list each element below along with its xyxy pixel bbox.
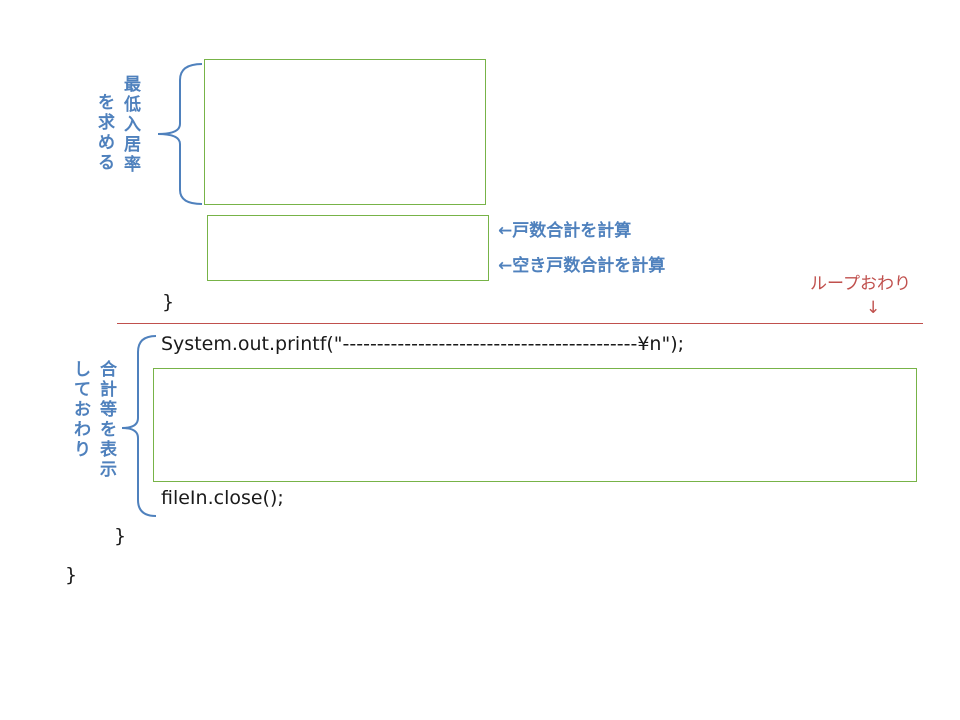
bottom-label-char: 示 — [100, 460, 117, 480]
loop-end-line — [117, 323, 923, 324]
bottom-label-char: 合 — [100, 360, 117, 380]
loop-end-arrow: ↓ — [866, 298, 881, 318]
bottom-label-char: お — [74, 400, 91, 420]
top-label-char: 低 — [124, 95, 141, 115]
file-close-line: fileIn.close(); — [161, 487, 284, 509]
top-label-char: を — [98, 93, 115, 113]
top-label-col2: を 求 め る — [98, 93, 115, 173]
bottom-label-char: て — [74, 380, 91, 400]
top-label-char: め — [98, 133, 115, 153]
bottom-label-char: り — [74, 440, 91, 460]
bottom-label-char: 計 — [100, 380, 117, 400]
bottom-label-char: わ — [74, 420, 91, 440]
bottom-label-col2: し て お わ り — [74, 360, 91, 460]
closing-brace-top: } — [162, 291, 175, 313]
printf-line: System.out.printf("---------------------… — [161, 333, 685, 355]
top-label-char: 率 — [124, 155, 141, 175]
top-label-char: る — [98, 153, 115, 173]
top-label-char: 求 — [98, 113, 115, 133]
bottom-label-col1: 合 計 等 を 表 示 — [100, 360, 117, 480]
note-total-vacant: ←空き戸数合計を計算 — [498, 256, 666, 276]
bottom-label-char: し — [74, 360, 91, 380]
top-curly-bracket — [157, 63, 203, 205]
bottom-curly-bracket — [121, 335, 157, 517]
top-label-char: 最 — [124, 75, 141, 95]
note-total-units: ←戸数合計を計算 — [498, 221, 632, 241]
top-label-char: 居 — [124, 135, 141, 155]
bottom-label-char: 表 — [100, 440, 117, 460]
top-label-col1: 最 低 入 居 率 — [124, 75, 141, 175]
top-label-char: 入 — [124, 115, 141, 135]
placeholder-box-1 — [204, 59, 486, 205]
closing-brace-2: } — [65, 564, 78, 586]
bottom-label-char: を — [100, 420, 117, 440]
loop-end-label: ループおわり — [810, 274, 911, 294]
closing-brace-1: } — [114, 525, 127, 547]
placeholder-box-2 — [207, 215, 489, 281]
bottom-label-char: 等 — [100, 400, 117, 420]
placeholder-box-3 — [153, 368, 917, 482]
